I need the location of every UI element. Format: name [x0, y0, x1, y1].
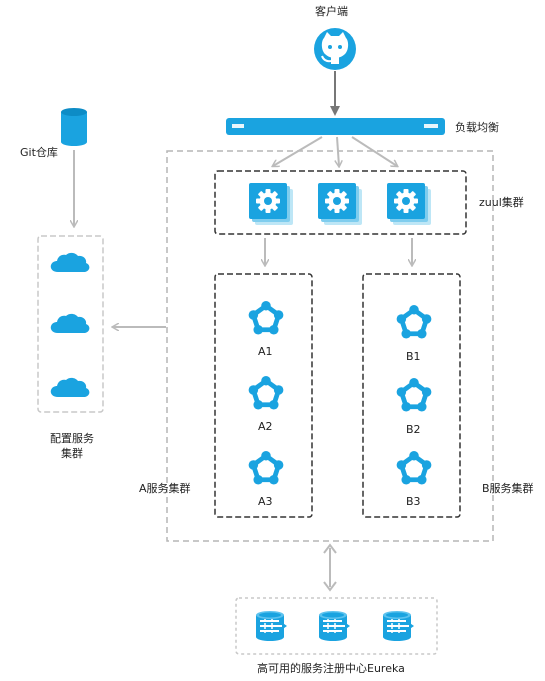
cloud-icon — [50, 252, 90, 272]
cloud-icon — [50, 313, 90, 333]
config-cluster-label-1: 配置服务 — [50, 432, 94, 445]
registry-icon — [382, 610, 415, 642]
registry-icon — [318, 610, 351, 642]
cluster-b-label: B服务集群 — [482, 482, 534, 495]
registry-icon — [255, 610, 288, 642]
load-balancer-label: 负载均衡 — [455, 121, 499, 134]
git-repo-label: Git仓库 — [20, 146, 58, 159]
load-balancer-bar — [226, 118, 445, 135]
arrow-region-eureka — [323, 543, 337, 592]
service-a3-label: A3 — [258, 495, 273, 508]
arrows-zuul-to-clusters — [265, 238, 412, 265]
eureka-label: 高可用的服务注册中心Eureka — [257, 662, 405, 675]
service-region-border — [166, 150, 494, 542]
client-label: 客户端 — [315, 5, 348, 18]
gear-icon — [387, 183, 431, 225]
service-a2-icon — [249, 376, 284, 410]
gear-icon — [318, 183, 362, 225]
cluster-a-box — [214, 273, 313, 518]
service-b3-label: B3 — [406, 495, 421, 508]
eureka-box — [235, 597, 438, 655]
config-cluster-label-2: 集群 — [61, 447, 83, 460]
service-a2-label: A2 — [258, 420, 273, 433]
service-b3-icon — [397, 451, 432, 485]
service-b1-icon — [397, 305, 432, 339]
cluster-b-box — [362, 273, 461, 518]
service-b2-icon — [397, 378, 432, 412]
cloud-icon — [50, 377, 90, 397]
gear-icon — [249, 183, 293, 225]
service-a1-icon — [249, 301, 284, 335]
service-a1-label: A1 — [258, 345, 273, 358]
zuul-cluster-label: zuul集群 — [479, 196, 524, 209]
github-icon — [314, 28, 356, 70]
cluster-a-label: A服务集群 — [139, 482, 191, 495]
service-b2-label: B2 — [406, 423, 421, 436]
service-a3-icon — [249, 451, 284, 485]
database-icon — [61, 108, 87, 146]
arrows-lb-to-zuul — [273, 136, 397, 166]
service-b1-label: B1 — [406, 350, 421, 363]
config-cluster-box — [37, 235, 104, 413]
zuul-cluster-box — [214, 170, 467, 235]
